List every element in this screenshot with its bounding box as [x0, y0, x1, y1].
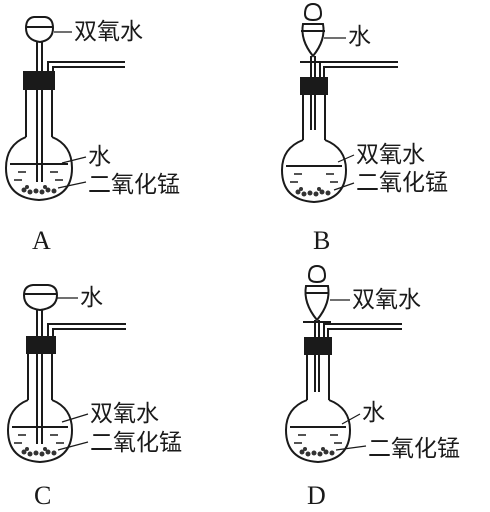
flask-b-liquid-label: 双氧水: [356, 142, 425, 168]
delivery-tube-c: [48, 324, 126, 338]
delivery-tube-a: [48, 62, 125, 73]
mno2-a-particles: [21, 185, 57, 195]
flask-d-liquid-label: 水: [362, 400, 385, 426]
flask-c-solid-label: 二氧化锰: [90, 430, 182, 456]
stopper-b: [301, 78, 327, 94]
stopper-d: [305, 338, 331, 354]
funnel-a-label: 双氧水: [74, 19, 143, 45]
panel-b-caption: B: [313, 226, 331, 255]
flask-c-liquid-label: 双氧水: [90, 401, 159, 427]
mno2-c-particles: [21, 447, 57, 457]
panel-c-caption: C: [34, 481, 52, 510]
delivery-tube-b: [320, 62, 398, 79]
flask-d: [286, 400, 350, 462]
flask-a: [6, 137, 72, 200]
sep-funnel-b-knob: [305, 4, 321, 20]
stopper-a: [24, 72, 54, 89]
flask-c: [8, 400, 72, 462]
flask-d-solid-label: 二氧化锰: [368, 436, 460, 462]
funnel-b-label: 水: [348, 24, 371, 50]
funnel-d-label: 双氧水: [352, 287, 421, 313]
panel-d-caption: D: [307, 481, 326, 510]
stopper-c: [27, 337, 55, 353]
flask-a-solid-label: 二氧化锰: [88, 172, 180, 198]
sep-funnel-d-knob: [309, 266, 325, 282]
flask-a-liquid-label: 水: [88, 144, 111, 170]
sep-funnel-d-body: [305, 286, 328, 320]
funnel-c-label: 水: [80, 285, 103, 311]
panel-a-caption: A: [32, 226, 51, 255]
flask-b: [282, 140, 346, 202]
mno2-b-particles: [295, 187, 331, 197]
flask-b-solid-label: 二氧化锰: [356, 170, 448, 196]
delivery-tube-d: [324, 324, 402, 339]
mno2-d-particles: [299, 447, 335, 457]
